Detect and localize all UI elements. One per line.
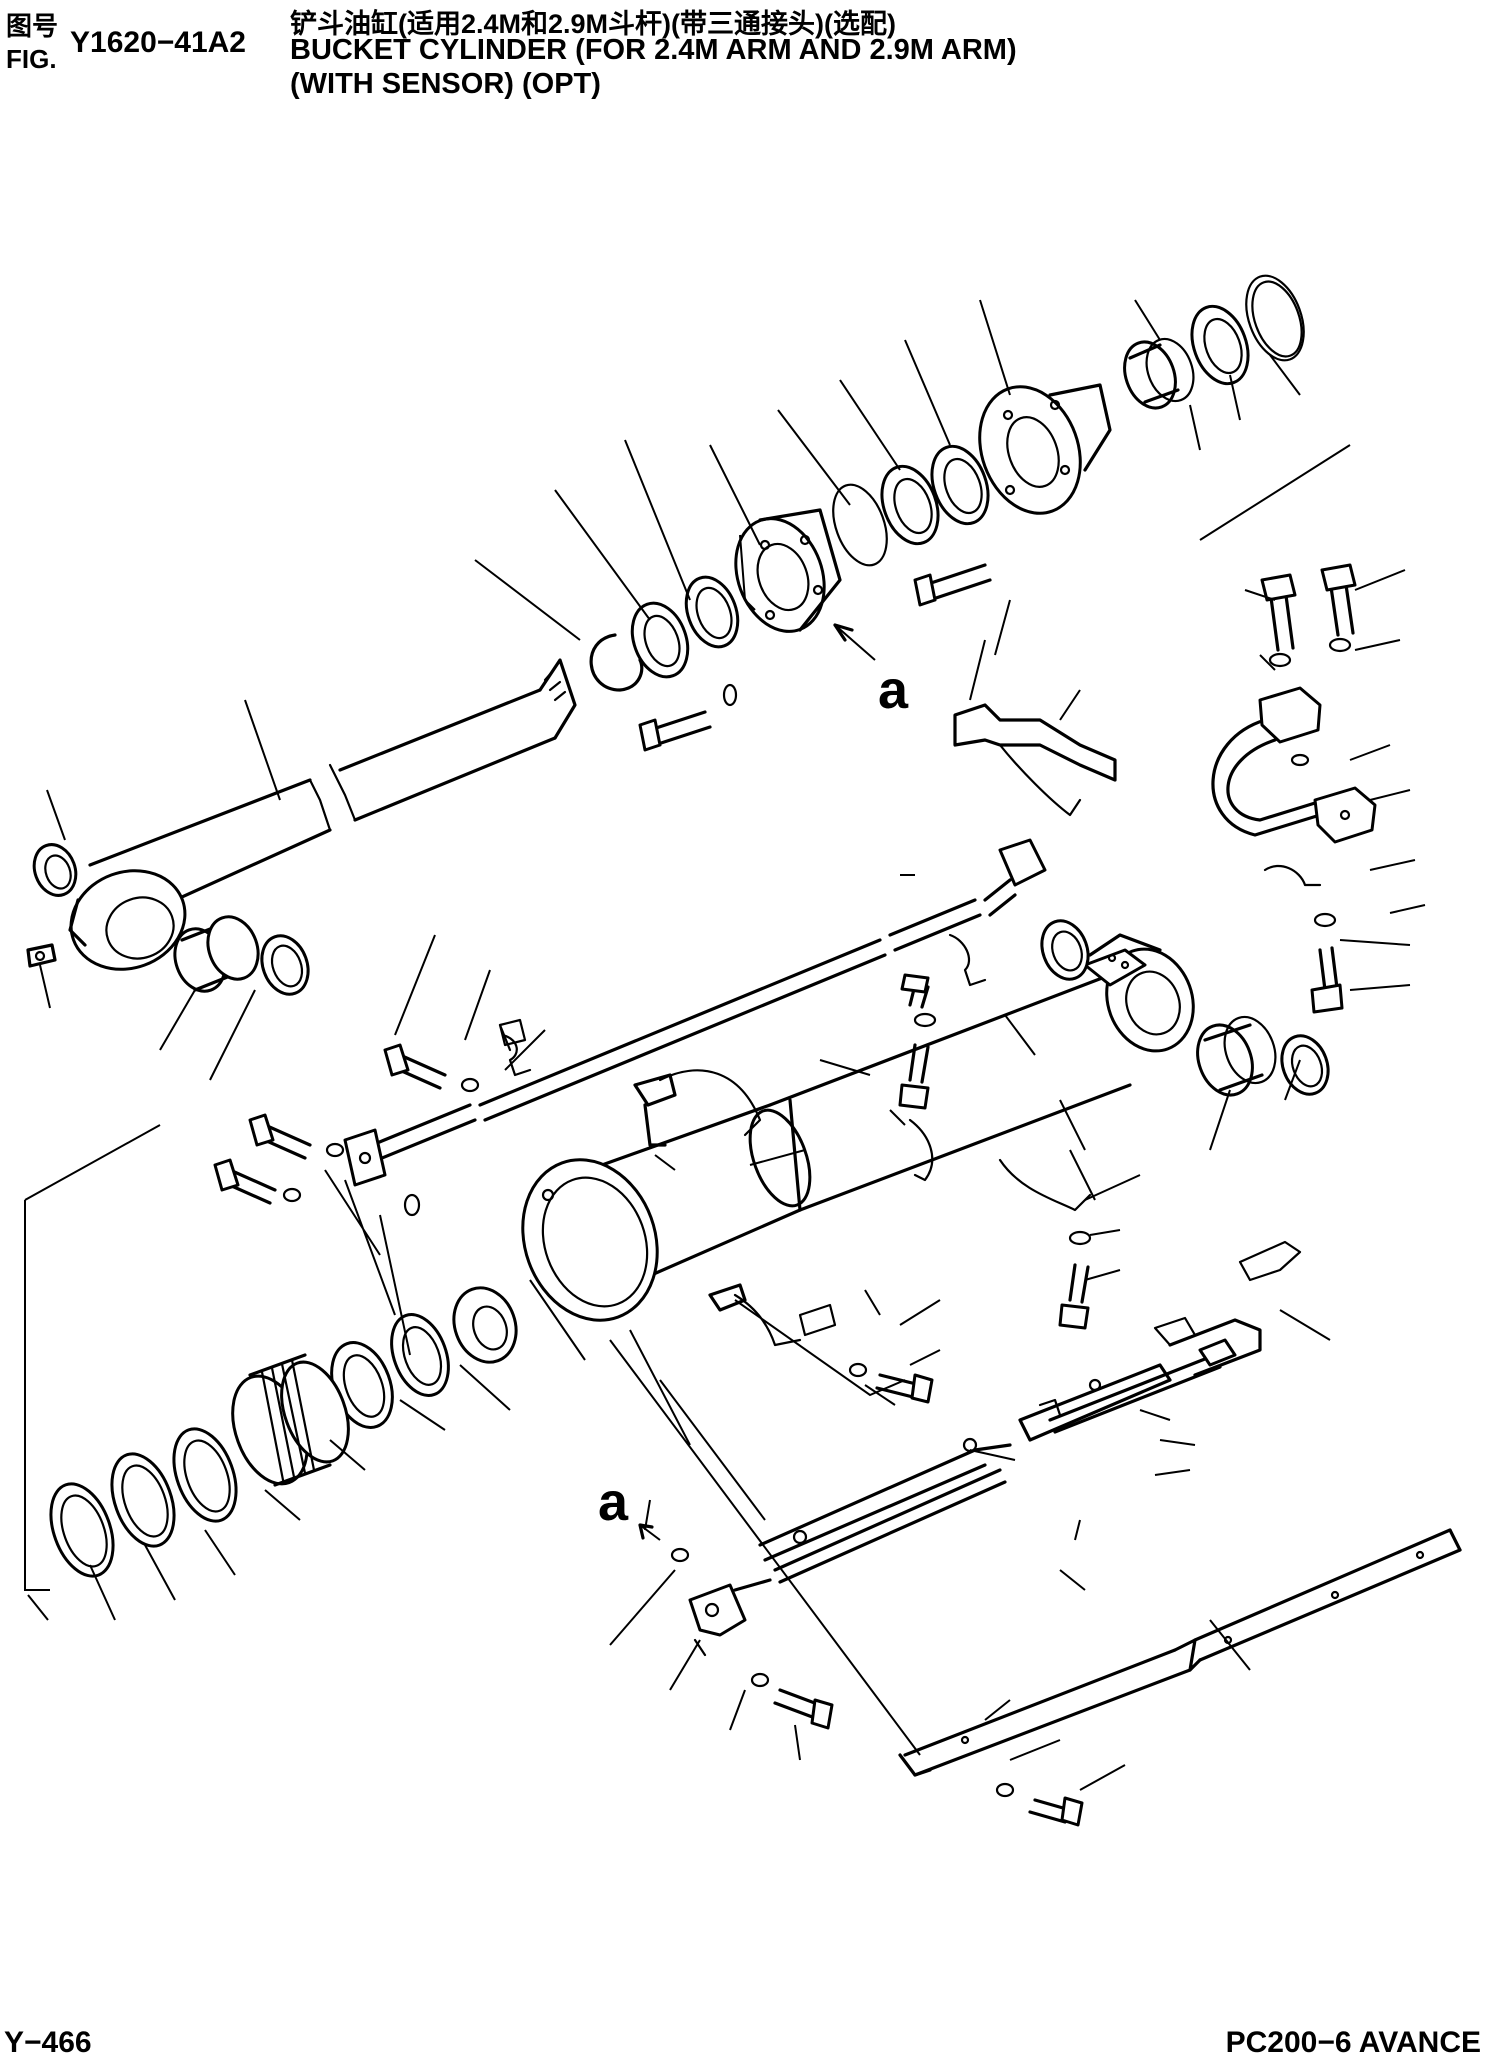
title-english-line-1: BUCKET CYLINDER (FOR 2.4M ARM AND 2.9M A… — [290, 34, 1017, 66]
cylinder-head — [978, 383, 1112, 515]
piston-ring-3 — [49, 1482, 115, 1578]
model-name: PC200−6 AVANCE — [1225, 2026, 1481, 2059]
snap-ring — [589, 633, 644, 692]
bottom-bushing-seal — [1040, 919, 1090, 981]
flange-bolt — [638, 710, 712, 752]
title-english-line-2: (WITH SENSOR) (OPT) — [290, 68, 601, 100]
cylinder-tube — [521, 933, 1195, 1322]
bottom-bushing — [1196, 1015, 1277, 1097]
figure-label-english: FIG. — [6, 44, 57, 74]
bottom-dust-seal — [1280, 1034, 1330, 1096]
head-bushing — [1123, 337, 1195, 410]
page-number: Y−466 — [4, 2026, 92, 2059]
piston-nut — [452, 1286, 518, 1364]
u-tube-clamp — [1263, 753, 1322, 887]
title-chinese: 铲斗油缸(适用2.4M和2.9M斗杆)(带三通接头)(选配) — [290, 9, 896, 39]
piston-ring-1 — [172, 1427, 238, 1523]
sensor-bolts — [670, 1547, 1084, 1827]
hydraulic-pipe — [343, 838, 1047, 1187]
head-o-ring — [832, 483, 888, 567]
rod-seal-1 — [630, 601, 690, 679]
tube-band-clamp-2 — [908, 1118, 1092, 1212]
outline-frame — [24, 444, 1351, 1591]
piston-ring-2 — [110, 1452, 176, 1548]
head-seal-4 — [930, 444, 990, 526]
pipe-clamp-2 — [948, 933, 987, 987]
head-o-ring-large — [1245, 274, 1305, 362]
pipe-clamp-bracket-1 — [953, 703, 1117, 817]
reference-mark-a-lower: a — [598, 1472, 629, 1532]
head-bolt — [913, 563, 992, 607]
sensor-cover-lower — [898, 1528, 1462, 1777]
piston-rod — [68, 658, 577, 971]
reference-mark-a-upper: a — [878, 660, 909, 720]
pipe-bracket-lower — [708, 1283, 837, 1347]
rod-seal-2 — [684, 575, 740, 649]
leader-lines — [27, 299, 1426, 1791]
bolt-set-left — [213, 1018, 527, 1217]
grease-fitting — [26, 943, 57, 968]
bolt-set-center — [848, 973, 1092, 1404]
cylinder-head-flange — [734, 508, 842, 633]
sensor-rod — [773, 1338, 1237, 1584]
rod-dust-seal — [260, 934, 310, 996]
rod-bushing — [173, 915, 260, 993]
sensor-body — [688, 1578, 772, 1657]
head-seal-5 — [1190, 304, 1250, 386]
piston — [231, 1353, 350, 1487]
rod-end-seal-ring — [32, 843, 78, 897]
tube-band-clamp — [633, 1069, 762, 1147]
reference-arrow-lower — [638, 1523, 661, 1541]
reference-arrow-upper — [833, 623, 876, 661]
u-tube-bolts — [1260, 563, 1357, 1014]
flange-washer — [722, 683, 738, 707]
sensor-cover-upper — [758, 1240, 1302, 1562]
u-tube-assembly — [1211, 686, 1377, 844]
figure-number: Y1620−41A2 — [70, 26, 246, 59]
head-seal-3 — [880, 464, 940, 546]
figure-label-chinese: 图号 — [6, 11, 59, 41]
